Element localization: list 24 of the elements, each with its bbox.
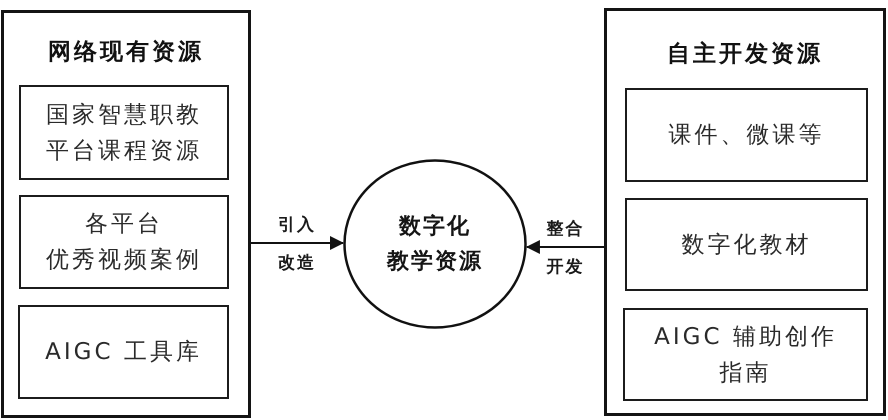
arrow (251, 236, 344, 250)
group-panel (1, 10, 251, 418)
hub-title: 数字化 (399, 212, 471, 241)
resource-label: 数字化教材 (682, 230, 812, 260)
resource-item (18, 305, 229, 399)
hub-title: 教学资源 (387, 248, 483, 276)
resource-label: 国家智慧职教平台课程资源 (45, 100, 203, 166)
edge-label: 整合开发 (545, 218, 586, 279)
resource-label: 课件、微课等 (668, 121, 824, 150)
resource-item (623, 308, 868, 401)
hub-circle (342, 158, 528, 330)
arrow (526, 240, 604, 254)
resource-label: AIGC 辅助创作指南 (653, 322, 838, 388)
panel-title: 网络现有资源 (48, 38, 204, 67)
resource-item (625, 198, 868, 291)
resource-label: 各平台 (85, 210, 163, 239)
resource-item (625, 88, 868, 182)
resource-label: 优秀视频案例 (46, 246, 202, 275)
resource-item (19, 195, 229, 289)
group-panel (604, 8, 886, 416)
resource-item (19, 85, 229, 180)
panel-title: 自主开发资源 (667, 40, 823, 69)
resource-label: AIGC 工具库 (45, 338, 202, 367)
edge-label: 引入改造 (277, 214, 317, 275)
